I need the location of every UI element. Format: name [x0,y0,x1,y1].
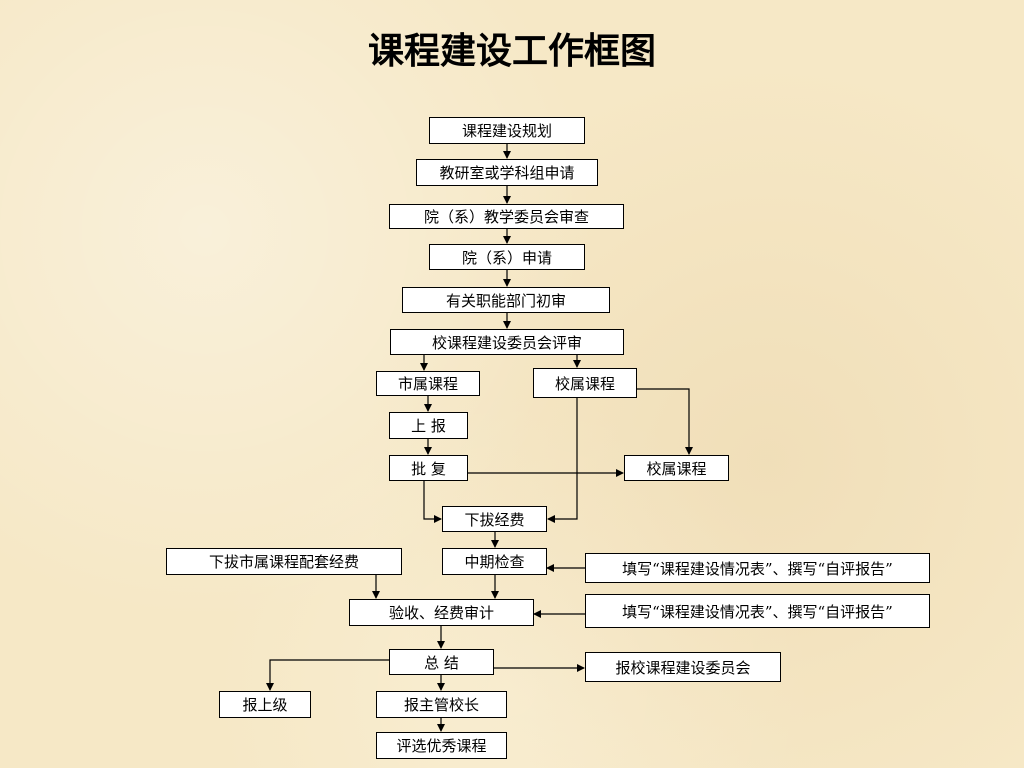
arrow-summary-to-report-superior [266,659,389,691]
node-report-school-committee: 报校课程建设委员会 [585,652,781,682]
node-report-superior: 报上级 [219,691,311,718]
node-report-up: 上 报 [389,412,468,439]
node-report-principal: 报主管校长 [376,691,507,718]
node-acceptance-audit: 验收、经费审计 [349,599,534,626]
page-title: 课程建设工作框图 [367,31,656,72]
node-school-committee-review: 校课程建设委员会评审 [390,329,624,355]
node-fill-report-2: 填写“课程建设情况表”、撰写“自评报告” [585,594,930,628]
node-college-committee-review: 院（系）教学委员会审查 [389,204,624,229]
node-select-excellent: 评选优秀课程 [376,732,507,759]
node-dept-apply: 教研室或学科组申请 [416,159,598,186]
node-midterm-check: 中期检查 [442,548,547,575]
node-fill-report-1: 填写“课程建设情况表”、撰写“自评报告” [585,553,930,583]
node-school-course: 校属课程 [533,368,637,398]
arrow-school-course-to-school-course-2 [637,388,693,455]
node-municipal-matching-funds: 下拔市属课程配套经费 [166,548,402,575]
node-school-course-2: 校属课程 [624,455,729,481]
arrow-approval-to-allocate-funds [423,481,442,523]
node-course-planning: 课程建设规划 [429,117,585,144]
arrow-school-course-to-allocate-funds [547,398,578,523]
node-summary: 总 结 [389,649,494,675]
node-municipal-course: 市属课程 [376,371,480,396]
node-dept-initial-review: 有关职能部门初审 [402,287,610,313]
node-approval: 批 复 [389,455,468,481]
node-college-apply: 院（系）申请 [429,244,585,270]
node-allocate-funds: 下拔经费 [442,506,547,532]
